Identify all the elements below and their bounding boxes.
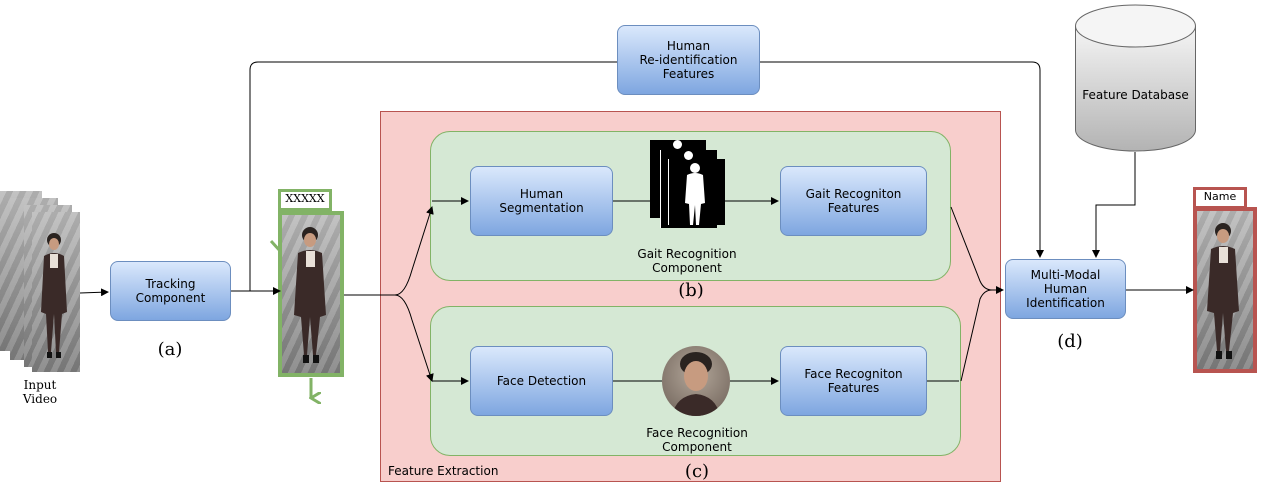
input-frame-front [32,212,80,372]
output-name-tag: Name [1193,187,1247,209]
output-person-image [1193,207,1257,373]
edge-fork-to-face-detection [394,294,434,382]
gait-tag: (b) [678,280,704,301]
face-thumbnail [662,346,730,416]
silhouette-head-dot-2 [684,151,693,160]
edge-input-to-tracking [79,288,109,297]
edge-reid-to-identification [760,61,1044,258]
database-label: Feature Database [1082,88,1189,102]
human-segmentation-box[interactable]: Human Segmentation [470,166,613,236]
face-icon [672,352,720,416]
edge-fork-to-segmentation [394,206,434,296]
tracking-indicator-side-mark [269,239,283,254]
silhouette-head-dot-1 [673,140,682,149]
person-figure-icon [1207,223,1239,359]
output-person-frame: Name [1193,187,1257,373]
feature-database[interactable]: Feature Database [1075,4,1196,152]
edge-face-features-to-identification [960,289,993,382]
gait-component-label: Gait Recognition Component [637,247,737,275]
input-video-label: Input Video [22,378,58,406]
face-detection-box[interactable]: Face Detection [470,346,613,416]
person-figure-icon [41,233,67,358]
tracked-id-label: XXXXX [281,192,329,208]
face-extraction-tag: (c) [684,461,710,482]
tracked-id-tag: XXXXX [278,189,332,211]
person-figure-icon [294,227,326,363]
tracking-tag: (a) [157,339,183,360]
identification-tag: (d) [1057,331,1083,352]
tracking-component-box[interactable]: Tracking Component [110,261,231,321]
silhouette-icon [685,163,705,225]
feature-extraction-label: Feature Extraction [388,464,499,478]
output-name-label: Name [1196,190,1244,206]
edge-database-to-identification [1092,152,1136,258]
database-cylinder-icon [1075,4,1196,152]
gait-features-box[interactable]: Gait Recogniton Features [780,166,927,236]
face-features-box[interactable]: Face Recogniton Features [780,346,927,416]
edge-gait-features-to-identification [950,206,1004,294]
face-component-label: Face Recognition Component [646,426,748,454]
edge-tracking-to-reid [249,61,617,291]
silhouette-frame-front [668,159,725,225]
reid-features-box[interactable]: Human Re-identification Features [617,25,760,95]
multimodal-identification-box[interactable]: Multi-Modal Human Identification [1005,259,1126,319]
